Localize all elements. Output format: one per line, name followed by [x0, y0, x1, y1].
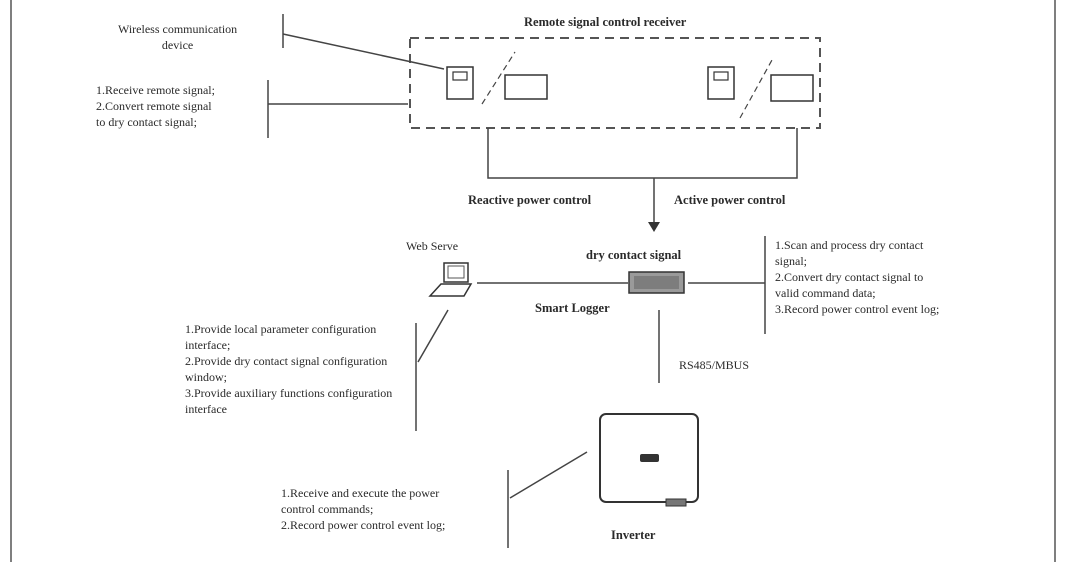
rs485-label: RS485/MBUS [679, 357, 749, 373]
web-callout-line [418, 310, 448, 362]
web-functions-text: 1.Provide local parameter configuration … [185, 321, 392, 417]
smart-logger-panel [634, 276, 679, 289]
active-control-line [654, 128, 797, 178]
active-control-label: Active power control [674, 192, 785, 208]
inverter-led [640, 454, 659, 462]
smart-logger-label: Smart Logger [535, 300, 610, 316]
laptop-screen-inner [448, 266, 464, 278]
arrow-to-logger-head [648, 222, 660, 232]
web-serve-label: Web Serve [406, 238, 458, 254]
wireless-device-label: Wireless communication device [118, 21, 237, 53]
relay-contact-left [505, 75, 547, 99]
relay-contact-right [771, 75, 813, 101]
receiver-device-right-screen [714, 72, 728, 80]
wireless-callout-line [283, 34, 444, 69]
inverter-label: Inverter [611, 527, 655, 543]
receiver-device-left-screen [453, 72, 467, 80]
receiver-title: Remote signal control receiver [524, 14, 686, 30]
reactive-control-label: Reactive power control [468, 192, 591, 208]
inverter-functions-text: 1.Receive and execute the power control … [281, 485, 445, 533]
reactive-control-line [488, 128, 654, 178]
logger-functions-text: 1.Scan and process dry contact signal; 2… [775, 237, 939, 317]
inverter-callout-line [510, 452, 587, 498]
inverter-bracket [666, 499, 686, 506]
relay-switch-right [740, 60, 772, 118]
laptop-base [430, 284, 471, 296]
dry-contact-label: dry contact signal [586, 247, 681, 263]
receiver-functions-text: 1.Receive remote signal; 2.Convert remot… [96, 82, 215, 130]
